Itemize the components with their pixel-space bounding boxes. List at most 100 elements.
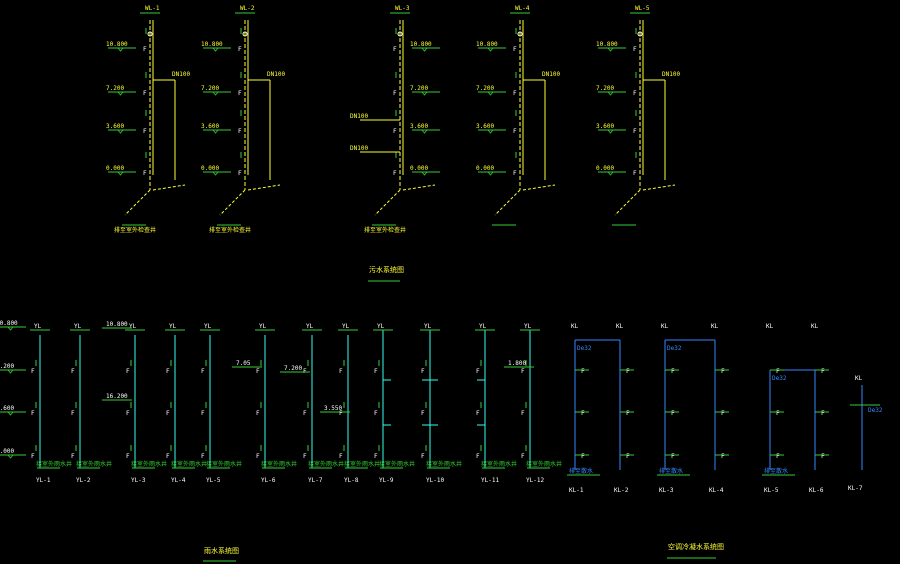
riser-id: KL-2	[614, 487, 629, 494]
floor-number: F	[633, 170, 637, 177]
floor-number: F	[581, 410, 585, 417]
riser-tag: YL	[377, 323, 385, 330]
floor-number: F	[476, 368, 480, 375]
level-label: 0.000	[201, 165, 219, 172]
riser-id: KL-3	[659, 487, 674, 494]
pipe-size-label: De32	[868, 407, 883, 414]
sewage-riser: WL-110.800F7.200F3.600F0.000FDN100排至室外检查…	[106, 5, 190, 234]
ac-title: 空调冷凝水系统图	[668, 542, 724, 551]
floor-number: F	[393, 46, 397, 53]
level-label: 3.600	[476, 123, 494, 130]
pipe-size-label: De32	[667, 345, 682, 352]
floor-number: F	[31, 368, 35, 375]
floor-number: F	[421, 368, 425, 375]
floor-number: F	[238, 46, 242, 53]
riser-id: YL-1	[36, 477, 51, 484]
floor-number: F	[671, 453, 675, 460]
level-label: 10.800	[596, 41, 618, 48]
floor-number: F	[633, 128, 637, 135]
floor-number: F	[238, 170, 242, 177]
floor-number: F	[143, 170, 147, 177]
level-label: 0.000	[596, 165, 614, 172]
outlet-label: 接室外雨水井	[526, 460, 562, 468]
level-label: 3.600	[596, 123, 614, 130]
floor-number: F	[721, 453, 725, 460]
riser-tag: KL	[811, 323, 819, 330]
floor-number: F	[671, 368, 675, 375]
floor-number: F	[201, 368, 205, 375]
riser-id: YL-12	[526, 477, 544, 484]
floor-number: F	[513, 128, 517, 135]
floor-number: F	[671, 410, 675, 417]
outlet-label: 接室外雨水井	[36, 460, 72, 468]
riser-tag: YL	[204, 323, 212, 330]
rain-title: 雨水系统图	[204, 546, 239, 555]
outlet-pipe	[152, 184, 186, 191]
riser-tag: KL	[661, 323, 669, 330]
outlet-label: 接室外雨水井	[379, 460, 415, 468]
floor-number: F	[821, 453, 825, 460]
level-label: 7.200	[106, 85, 124, 92]
floor-number: F	[238, 128, 242, 135]
riser-id: YL-6	[261, 477, 276, 484]
floor-number: F	[71, 368, 75, 375]
level-label: 0.000	[476, 165, 494, 172]
riser-tag: YL	[259, 323, 267, 330]
floor-number: F	[476, 410, 480, 417]
riser-tag: YL	[524, 323, 532, 330]
floor-number: F	[581, 368, 585, 375]
outlet-label: 接室外雨水井	[76, 460, 112, 468]
level-label: 0.000	[0, 448, 14, 455]
riser-tag: KL	[616, 323, 624, 330]
outlet-label: 排至散水	[659, 467, 683, 475]
outlet-label: 接室外雨水井	[171, 460, 207, 468]
floor-number: F	[421, 453, 425, 460]
outlet-label: 接室外雨水井	[344, 460, 380, 468]
level-label: 10.800	[410, 41, 432, 48]
outlet-pipe	[247, 184, 281, 191]
riser-tag: YL	[129, 323, 137, 330]
outlet-pipe	[642, 184, 676, 191]
floor-number: F	[721, 410, 725, 417]
floor-number: F	[339, 410, 343, 417]
riser-id: YL-2	[76, 477, 91, 484]
floor-number: F	[71, 410, 75, 417]
level-label: 10.800	[0, 320, 18, 327]
floor-number: F	[393, 128, 397, 135]
level-label: 3.600	[410, 123, 428, 130]
sewage-title: 污水系统图	[369, 265, 404, 274]
riser-tag: YL	[169, 323, 177, 330]
riser-id: KL-1	[569, 487, 584, 494]
outlet-label: 接室外雨水井	[308, 460, 344, 468]
level-label: 3.600	[0, 405, 14, 412]
floor-number: F	[166, 453, 170, 460]
floor-number: F	[633, 46, 637, 53]
floor-number: F	[143, 128, 147, 135]
floor-number: F	[776, 453, 780, 460]
floor-number: F	[374, 410, 378, 417]
level-label: 7.05	[236, 360, 251, 367]
level-label: 10.800	[106, 321, 128, 328]
outlet-pipe	[522, 184, 556, 191]
pipe-note: DN100	[350, 145, 368, 152]
riser-tag: WL-5	[635, 5, 650, 12]
riser-id: KL-5	[764, 487, 779, 494]
floor-number: F	[421, 410, 425, 417]
outlet-pipe	[124, 189, 151, 216]
level-label: 7.200	[201, 85, 219, 92]
level-label: 3.600	[106, 123, 124, 130]
riser-id: YL-11	[481, 477, 499, 484]
riser-id: KL-4	[709, 487, 724, 494]
floor-number: F	[374, 453, 378, 460]
outlet-pipe	[374, 189, 401, 216]
floor-number: F	[821, 410, 825, 417]
floor-number: F	[626, 453, 630, 460]
